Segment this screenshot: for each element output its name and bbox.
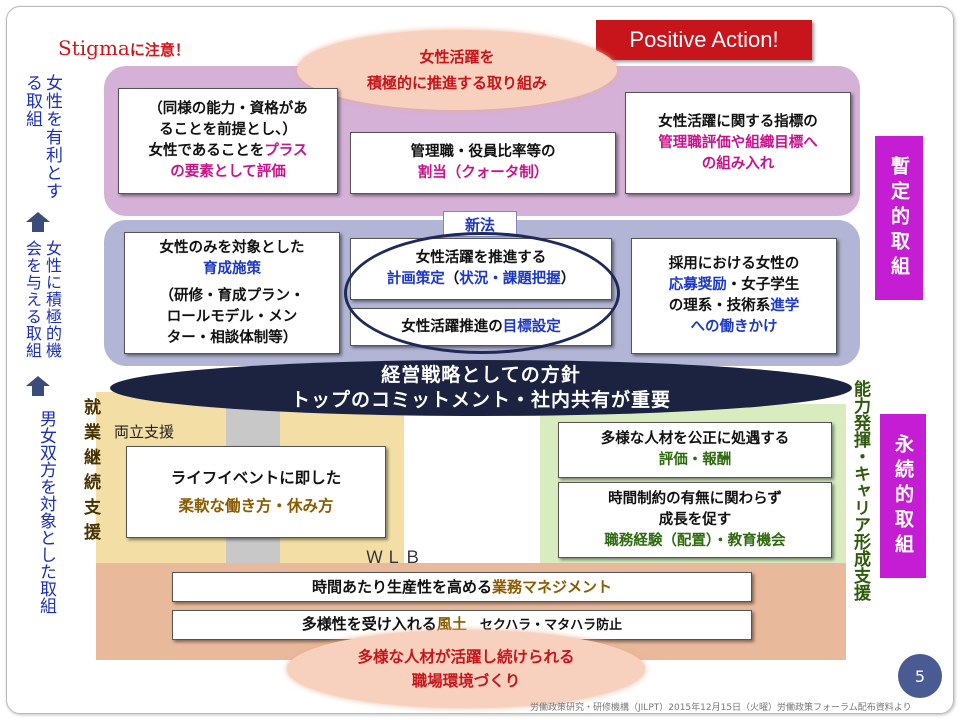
box-productivity: 時間あたり生産性を高める業務マネジメント — [172, 572, 752, 602]
box-job-experience-line2: 成長を促す — [658, 511, 732, 528]
arrow-up-upper-stem — [32, 222, 44, 232]
box-training-line5: ター・相談体制等） — [166, 329, 298, 346]
strategy-ellipse: 経営戦略としての方針 トップのコミットメント・社内共有が重要 — [110, 360, 852, 416]
box-quota-line2: 割当（クォータ制） — [417, 165, 549, 181]
box-job-experience: 時間制約の有無に関わらず 成長を促す 職務経験（配置）・教育機会 — [558, 482, 832, 558]
box-recruitment-line4: への働きかけ — [690, 319, 778, 335]
box-recruitment-line2: 応募奨励・女子学生 — [669, 275, 800, 296]
wlb-label: ＷＬＢ — [366, 548, 423, 568]
box-recruitment-line3-pre: の理系・技術系 — [668, 298, 771, 314]
arrow-up-upper-head — [26, 212, 50, 222]
box-plus-evaluation-line1: （同様の能力・資格があ — [148, 101, 308, 117]
box-plus-evaluation-line3-pre: 女性であることを — [148, 143, 265, 159]
box-fair-evaluation: 多様な人材を公正に処遇する 評価・報酬 — [558, 422, 832, 478]
tag-permanent-measures: 永続的取組 — [880, 414, 926, 578]
box-plus-evaluation: （同様の能力・資格があ ることを前提とし、） 女性であることをプラス の要素とし… — [118, 88, 338, 194]
arrow-up-upper — [26, 212, 50, 236]
box-indicator-line3: の組み入れ — [701, 155, 775, 172]
box-diversity-culture-line: 多様性を受け入れる風土 セクハラ・マタハラ防止 — [302, 614, 622, 636]
box-recruitment: 採用における女性の 応募奨励・女子学生 の理系・技術系進学 への働きかけ — [631, 238, 837, 354]
label-both-genders-measures: 男女双方を対象とした取組 — [36, 410, 56, 614]
footer-source: 労働政策研究・研修機構（JILPT）2015年12月15日（火曜）労働政策フォー… — [530, 703, 912, 713]
label-opportunity-measures: 女性に積極的機会を与える取組 — [23, 240, 62, 359]
ryoritsu-label: 両立支援 — [114, 423, 175, 441]
box-quota: 管理職・役員比率等の 割当（クォータ制） — [350, 132, 616, 194]
box-productivity-line: 時間あたり生産性を高める業務マネジメント — [312, 577, 612, 598]
box-recruitment-line3: の理系・技術系進学 — [669, 296, 800, 317]
strategy-line2: トップのコミットメント・社内共有が重要 — [290, 389, 671, 411]
box-plus-evaluation-line3-hl: プラス — [264, 143, 308, 159]
box-indicator: 女性活躍に関する指標の 管理職評価や組織目標へ の組み入れ — [625, 92, 851, 194]
page-number: 5 — [898, 654, 942, 698]
bottom-ellipse-line1: 多様な人材が活躍し続けられる — [357, 648, 575, 666]
box-recruitment-line2-post: ・女子学生 — [726, 277, 800, 293]
box-plus-evaluation-line4: の要素として評価 — [170, 164, 286, 180]
box-job-experience-line1: 時間制約の有無に関わらず — [608, 490, 782, 507]
box-indicator-line1: 女性活躍に関する指標の — [658, 113, 818, 130]
box-productivity-pre: 時間あたり生産性を高める — [311, 577, 492, 596]
box-training-line4: ロールモデル・メン — [166, 308, 298, 325]
stigma-warning: Stigmaに注意！ — [58, 36, 190, 60]
box-fair-evaluation-line2: 評価・報酬 — [658, 452, 732, 468]
box-training: 女性のみを対象とした 育成施策 （研修・育成プラン・ ロールモデル・メン ター・… — [124, 232, 340, 354]
box-flexible-work-line2: 柔軟な働き方・休み方 — [178, 497, 334, 515]
box-diversity-hl: 風土 — [436, 615, 467, 633]
bottom-ellipse: 多様な人材が活躍し続けられる 職場環境づくり — [287, 630, 645, 708]
stigma-suffix: に注意！ — [129, 41, 190, 59]
tag-temporary-measures: 暫定的取組 — [875, 136, 923, 300]
arrow-up-lower — [26, 376, 50, 400]
top-ellipse-line1: 女性活躍を — [419, 48, 495, 66]
box-productivity-hl: 業務マネジメント — [492, 577, 613, 596]
bottom-ellipse-line2: 職場環境づくり — [411, 672, 521, 690]
top-ellipse-line2: 積極的に推進する取り組み — [366, 74, 547, 92]
stigma-word: Stigma — [58, 36, 130, 60]
positive-action-badge: Positive Action! — [596, 20, 812, 60]
box-training-line1: 女性のみを対象とした — [159, 239, 305, 256]
box-training-line2: 育成施策 — [203, 260, 261, 277]
arrow-up-lower-stem — [32, 386, 44, 396]
box-job-experience-line3: 職務経験（配置）・教育機会 — [604, 532, 786, 549]
box-quota-line1: 管理職・役員比率等の — [410, 144, 556, 160]
box-plus-evaluation-line3: 女性であることをプラス — [148, 141, 307, 162]
box-training-line3: （研修・育成プラン・ — [159, 287, 305, 304]
box-plus-evaluation-line2: ることを前提とし、） — [159, 122, 297, 138]
box-indicator-line2: 管理職評価や組織目標へ — [658, 134, 818, 151]
box-recruitment-line3-hl: 進学 — [770, 298, 800, 314]
strategy-line1: 経営戦略としての方針 — [381, 364, 581, 386]
top-ellipse: 女性活躍を 積極的に推進する取り組み — [297, 30, 617, 110]
box-recruitment-line2-hl: 応募奨励 — [668, 277, 727, 293]
box-flexible-work-line1: ライフイベントに即した — [170, 469, 342, 487]
label-career-support: 能力発揮・キャリア形成支援 — [850, 380, 870, 601]
box-recruitment-line1: 採用における女性の — [668, 256, 800, 272]
new-law-highlight-oval — [344, 232, 620, 354]
label-favorable-measures: 女性を有利とする取組 — [22, 74, 62, 200]
box-diversity-post: セクハラ・マタハラ防止 — [466, 618, 623, 633]
slide-frame — [6, 6, 954, 714]
arrow-up-lower-head — [26, 376, 50, 386]
box-diversity-pre: 多様性を受け入れる — [301, 615, 437, 633]
box-flexible-work: ライフイベントに即した 柔軟な働き方・休み方 — [126, 446, 386, 538]
box-fair-evaluation-line1: 多様な人材を公正に処遇する — [600, 431, 790, 447]
label-work-continuation-support: 就業継続支援 — [80, 398, 100, 548]
